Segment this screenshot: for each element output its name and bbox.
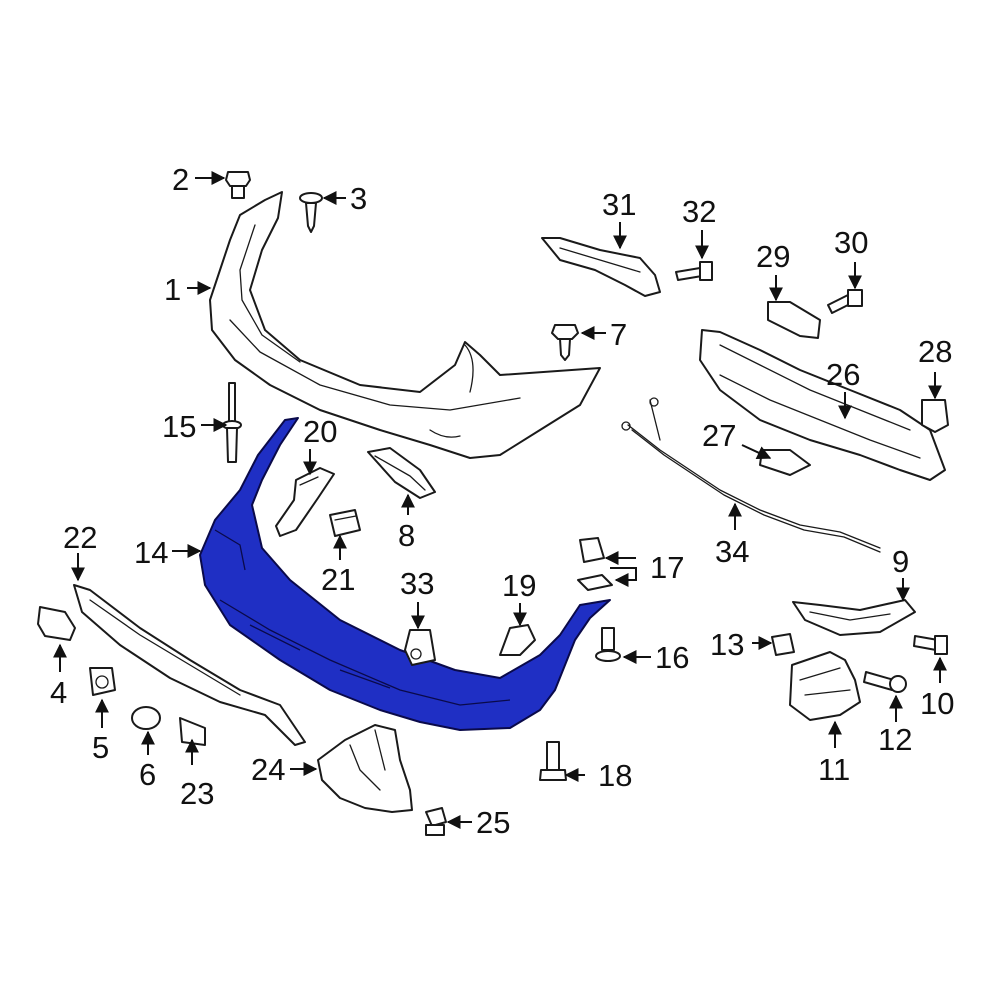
callout-3: 3	[350, 181, 367, 216]
callout-15: 15	[162, 409, 196, 444]
part-13-nut[interactable]	[771, 633, 795, 656]
part-7-bolt[interactable]	[551, 324, 579, 361]
callout-28: 28	[918, 334, 952, 369]
callout-17: 17	[650, 550, 684, 585]
part-4-cap[interactable]	[37, 606, 76, 641]
callout-9: 9	[892, 544, 909, 579]
part-3-screw[interactable]	[299, 192, 323, 233]
callout-7: 7	[610, 317, 627, 352]
part-11-bracket[interactable]	[789, 651, 861, 721]
part-15-rivet[interactable]	[222, 382, 242, 463]
part-24-shield[interactable]	[317, 724, 413, 813]
part-14-lower-valance[interactable]	[199, 417, 611, 731]
part-31-reflector-bracket[interactable]	[541, 237, 661, 297]
part-6-plug[interactable]	[131, 706, 161, 730]
part-9-bracket[interactable]	[792, 599, 916, 636]
callout-8: 8	[398, 518, 415, 553]
callout-labels: 1 2 3 4 5 6 7 8 9 10 11 12 13 14 15 16 1…	[50, 162, 954, 840]
callout-2: 2	[172, 162, 189, 197]
part-22-strip[interactable]	[73, 584, 306, 746]
part-32-screw[interactable]	[675, 261, 713, 281]
part-34-wiring-harness[interactable]	[621, 397, 881, 553]
part-19-bracket[interactable]	[499, 624, 536, 656]
callout-19: 19	[502, 568, 536, 603]
callout-14: 14	[134, 535, 168, 570]
callout-30: 30	[834, 225, 868, 260]
callout-10: 10	[920, 686, 954, 721]
callout-6: 6	[139, 757, 156, 792]
callout-33: 33	[400, 566, 434, 601]
part-10-screw[interactable]	[913, 635, 948, 655]
callout-23: 23	[180, 776, 214, 811]
callout-27: 27	[702, 418, 736, 453]
part-18-bolt[interactable]	[539, 741, 567, 781]
callout-34: 34	[715, 534, 749, 569]
part-1-bumper-cover[interactable]	[209, 191, 601, 459]
callout-13: 13	[710, 627, 744, 662]
callout-4: 4	[50, 675, 67, 710]
part-2-nut[interactable]	[225, 171, 251, 199]
part-33-sensor[interactable]	[404, 629, 436, 666]
part-29-bracket[interactable]	[767, 301, 821, 339]
part-17-clip-and-pad[interactable]	[577, 537, 613, 591]
part-20-bracket[interactable]	[275, 467, 335, 537]
callout-11: 11	[818, 752, 850, 787]
callout-18: 18	[598, 758, 632, 793]
callout-20: 20	[303, 414, 337, 449]
callout-1: 1	[164, 272, 181, 307]
callout-31: 31	[602, 187, 636, 222]
part-30-bolt[interactable]	[827, 289, 863, 314]
callout-5: 5	[92, 730, 109, 765]
callout-16: 16	[655, 640, 689, 675]
callout-22: 22	[63, 520, 97, 555]
part-27-bracket[interactable]	[759, 449, 811, 476]
callout-26: 26	[826, 357, 860, 392]
callout-25: 25	[476, 805, 510, 840]
callout-32: 32	[682, 194, 716, 229]
leader-arrows	[53, 171, 947, 829]
part-8-reflector[interactable]	[367, 447, 436, 499]
callout-29: 29	[756, 239, 790, 274]
part-26-absorber[interactable]	[699, 329, 946, 481]
callout-12: 12	[878, 722, 912, 757]
callout-21: 21	[321, 562, 355, 597]
part-28-clip[interactable]	[921, 399, 949, 433]
part-5-grommet[interactable]	[89, 667, 116, 696]
part-16-screw[interactable]	[595, 627, 621, 662]
part-12-screw[interactable]	[863, 671, 907, 693]
part-21-clip[interactable]	[329, 509, 361, 537]
part-25-nut[interactable]	[425, 807, 447, 836]
part-23-clip[interactable]	[179, 717, 206, 746]
callout-24: 24	[251, 752, 285, 787]
